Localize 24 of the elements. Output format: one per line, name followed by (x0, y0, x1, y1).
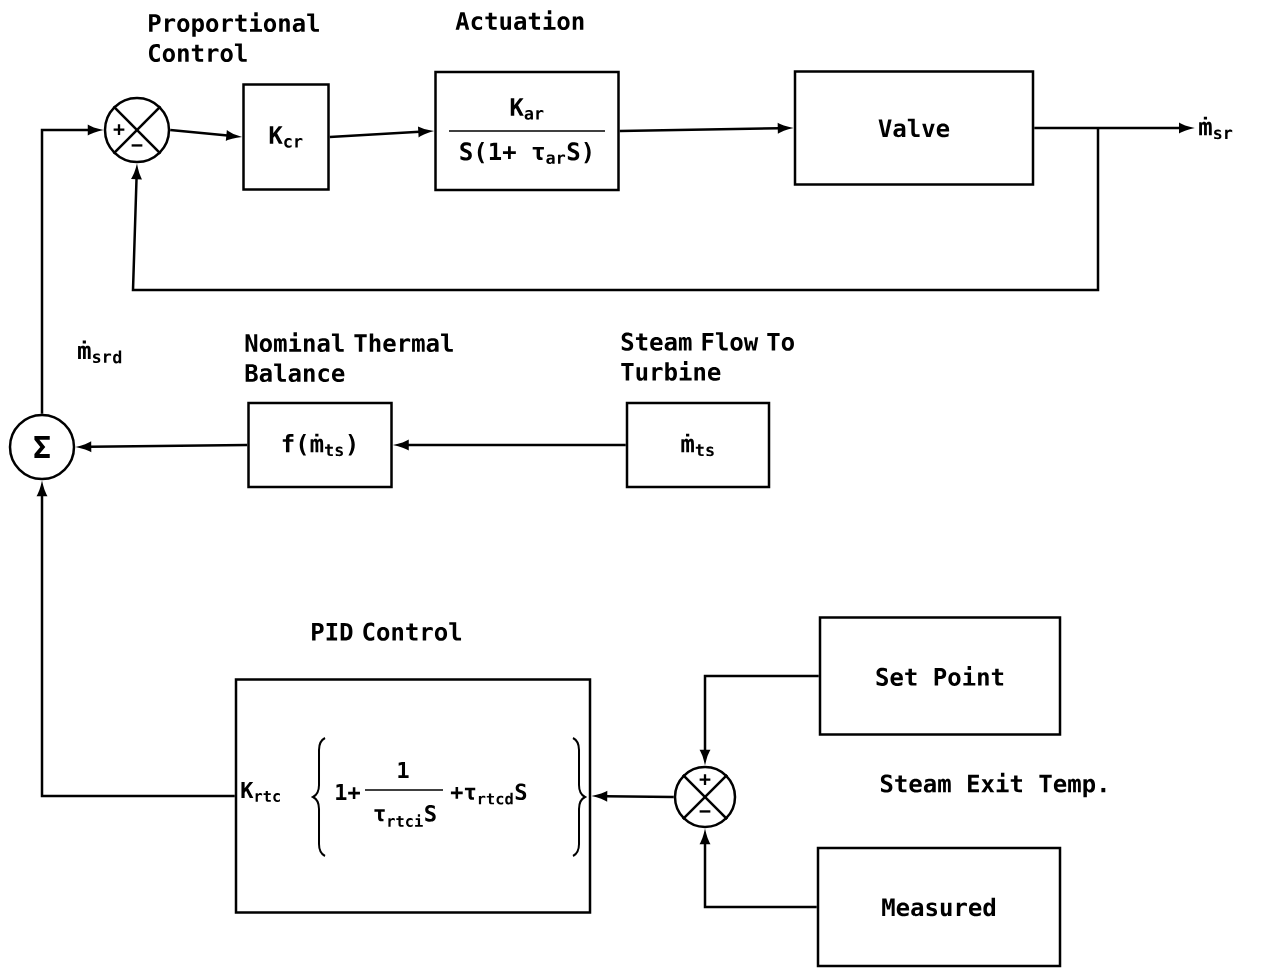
node-label: +τ$_{rtcd}$S (450, 783, 527, 805)
node-label: 1+ (336, 783, 360, 801)
block-box: f(ṁ$_{ts}$) (247, 401, 393, 489)
block-box: ṁ$_{ts}$ (625, 401, 771, 489)
edge-label: ṁ$_{srd}$ (75, 338, 125, 366)
block-box: Valve (793, 70, 1035, 186)
controller-box: K$_{rtc}$ 1+ 1 τ$_{rtci}$S +τ$_{rtcd}$S (234, 678, 592, 914)
block-box: K$_{cr}$ (242, 83, 330, 191)
annotation-text: Steam Exit Temp. (880, 772, 1106, 798)
signal-label: ṁ$_{sr}$ (1199, 116, 1233, 140)
summing-junction: + − (673, 765, 737, 829)
node-label: 1 (398, 761, 409, 779)
node-label: K$_{rtc}$ (241, 782, 280, 802)
block-heading: PID Control (312, 622, 462, 641)
transfer-function-box: K$_{ar}$ S(1+ τ$_{ar}$S) (434, 70, 620, 192)
block-heading: Proportional Control (149, 12, 319, 63)
arrow (131, 128, 1100, 292)
block-box: Set Point (818, 616, 1062, 736)
block-heading: Actuation (455, 10, 584, 31)
node-label: τ$_{rtci}$S (374, 805, 436, 827)
block-heading: Steam Flow To Turbine (621, 332, 794, 381)
block-box: Measured (816, 846, 1062, 968)
block-heading: Nominal Thermal Balance (245, 332, 453, 383)
summing-junction: + − (103, 96, 171, 164)
